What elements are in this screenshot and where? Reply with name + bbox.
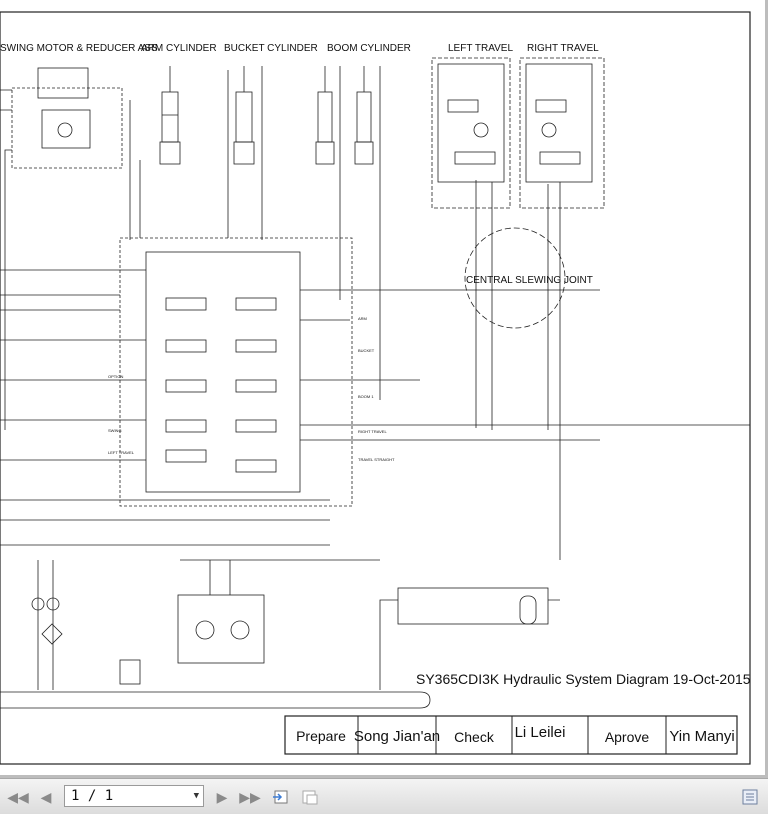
- label-swing: SWING: [108, 428, 122, 433]
- last-page-icon[interactable]: ▶▶: [239, 788, 261, 805]
- fit-page-icon[interactable]: [270, 787, 290, 807]
- sidebar-toggle-icon[interactable]: [740, 787, 760, 807]
- chevron-down-icon: ▼: [193, 791, 199, 801]
- drawing-frame: [0, 11, 751, 765]
- label-left-travel-small: LEFT TRAVEL: [108, 450, 135, 455]
- page-indicator: 1 / 1: [71, 788, 114, 804]
- label-central-slewing-joint: CENTRAL SLEWING JOINT: [466, 275, 593, 286]
- label-arm-cylinder: ARM CYLINDER: [141, 43, 217, 54]
- fit-width-icon[interactable]: [300, 787, 320, 807]
- viewer-toolbar: ◀◀ ◀ 1 / 1 ▼ ▶ ▶▶: [0, 778, 768, 814]
- approve-name: Yin Manyi: [669, 728, 734, 745]
- hydraulic-lines: [0, 57, 750, 709]
- previous-page-icon[interactable]: ◀: [40, 788, 52, 805]
- diagram-title: SY365CDI3K Hydraulic System Diagram 19-O…: [416, 671, 751, 687]
- label-bucket-cylinder: BUCKET CYLINDER: [224, 43, 318, 54]
- label-boom: BOOM 1: [358, 394, 374, 399]
- first-page-icon[interactable]: ◀◀: [7, 788, 29, 805]
- hydraulic-diagram-sheet: SWING MOTOR & REDUCER ASS. ARM CYLINDER …: [0, 0, 765, 775]
- paper: [0, 0, 765, 775]
- label-travel-straight: TRAVEL STRAIGHT: [358, 457, 395, 462]
- label-right-travel: RIGHT TRAVEL: [527, 43, 599, 54]
- title-block: Prepare Song Jian'an Check Li Leilei Apr…: [284, 715, 738, 755]
- check-label: Check: [454, 729, 495, 745]
- label-boom-cylinder: BOOM CYLINDER: [327, 43, 411, 54]
- prepare-name: Song Jian'an: [354, 728, 440, 745]
- next-page-icon[interactable]: ▶: [216, 788, 228, 805]
- label-right-travel-small: RIGHT TRAVEL: [358, 429, 387, 434]
- label-option: OPTION: [108, 374, 123, 379]
- prepare-label: Prepare: [296, 728, 346, 744]
- approve-label: Aprove: [605, 729, 650, 745]
- label-swing-motor: SWING MOTOR & REDUCER ASS.: [0, 43, 160, 54]
- check-name: Li Leilei: [515, 724, 566, 741]
- label-left-travel: LEFT TRAVEL: [448, 43, 513, 54]
- label-arm: ARM: [358, 316, 367, 321]
- page-number-select[interactable]: 1 / 1 ▼: [64, 785, 204, 807]
- label-bucket: BUCKET: [358, 348, 375, 353]
- document-viewport[interactable]: SWING MOTOR & REDUCER ASS. ARM CYLINDER …: [0, 0, 768, 778]
